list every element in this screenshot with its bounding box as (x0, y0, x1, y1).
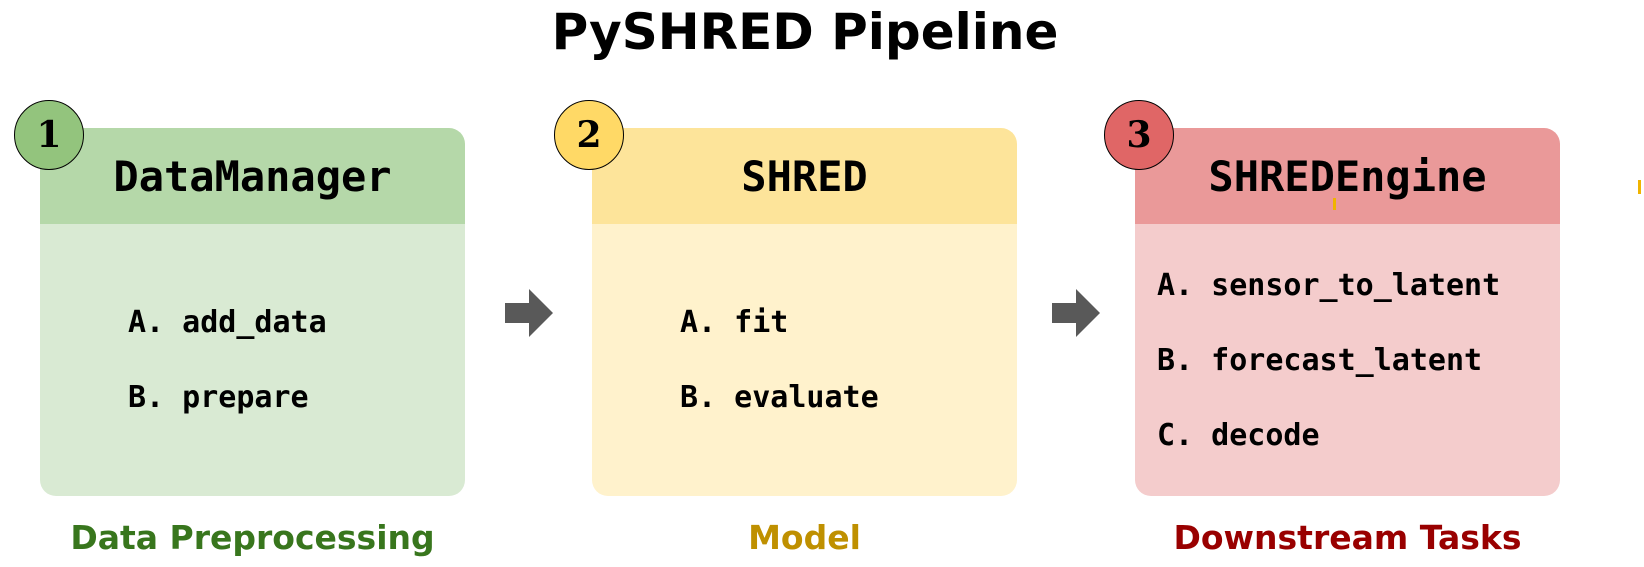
stage-caption: Downstream Tasks (1173, 518, 1522, 557)
stray-mark (1638, 180, 1641, 194)
stage-header: SHRED (592, 128, 1017, 224)
stage-body: A. sensor_to_latent B. forecast_latent C… (1135, 224, 1560, 496)
stage-header: SHREDEngine (1135, 128, 1560, 224)
stage-body: A. add_data B. prepare (40, 224, 465, 496)
right-arrow-icon (505, 289, 553, 337)
method-item: A. sensor_to_latent (1157, 267, 1501, 303)
method-item: B. forecast_latent (1157, 342, 1483, 378)
stage-body: A. fit B. evaluate (592, 224, 1017, 496)
method-item: A. fit (680, 305, 789, 340)
stage-header: DataManager (40, 128, 465, 224)
step-number-badge: 1 (14, 100, 84, 170)
step-number-badge: 2 (554, 100, 624, 170)
step-number-badge: 3 (1104, 100, 1174, 170)
method-item: B. prepare (128, 380, 309, 415)
stage-card-shredengine: SHREDEngine A. sensor_to_latent B. forec… (1135, 128, 1560, 496)
right-arrow-icon (1052, 289, 1100, 337)
method-item: C. decode (1157, 417, 1320, 453)
stage-caption: Model (748, 518, 861, 557)
stage-caption: Data Preprocessing (70, 518, 435, 557)
stage-card-shred: SHRED A. fit B. evaluate (592, 128, 1017, 496)
diagram-title: PySHRED Pipeline (551, 3, 1059, 61)
stray-mark (1333, 198, 1336, 210)
method-item: B. evaluate (680, 380, 879, 415)
stage-card-datamanager: DataManager A. add_data B. prepare (40, 128, 465, 496)
method-item: A. add_data (128, 305, 327, 340)
